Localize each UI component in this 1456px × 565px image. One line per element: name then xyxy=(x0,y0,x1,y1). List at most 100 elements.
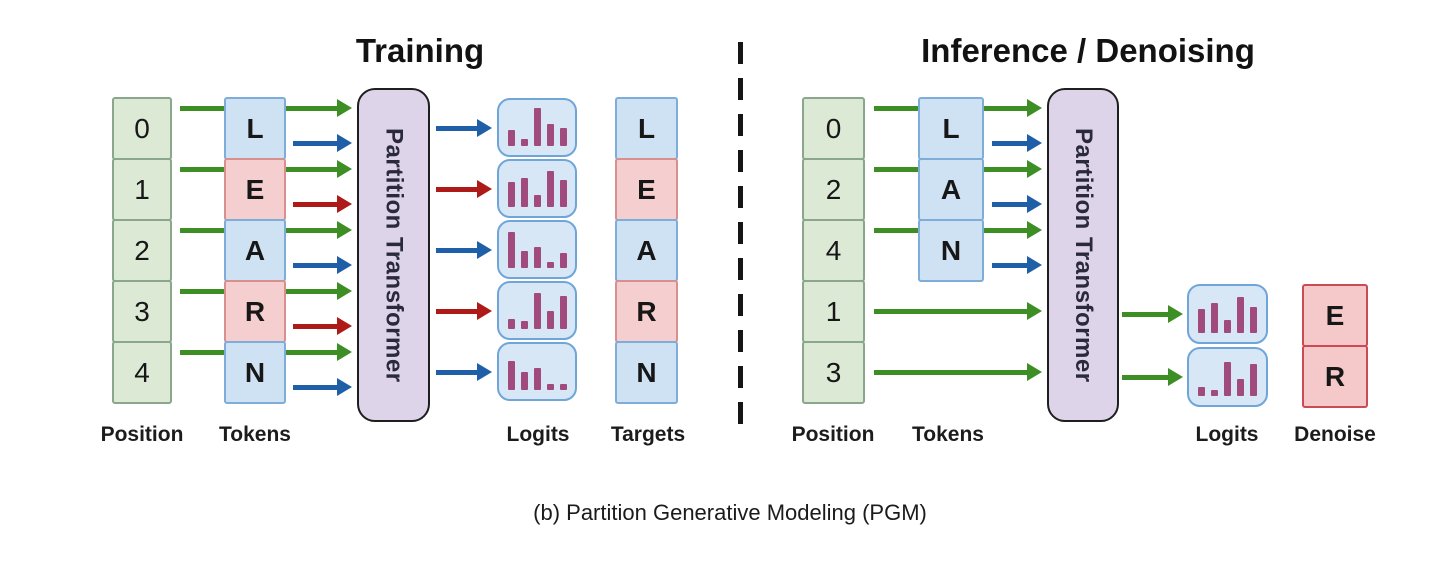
arrow-head xyxy=(1027,134,1042,152)
arrow-shaft xyxy=(436,308,479,314)
logit-bar xyxy=(559,128,567,146)
arrow-shaft xyxy=(1122,311,1170,317)
training-target-cell: A xyxy=(615,219,678,282)
arrow-head xyxy=(477,180,492,198)
red-arrow xyxy=(436,302,492,320)
logit-bar xyxy=(546,311,554,329)
logit-bar xyxy=(1211,303,1218,333)
training-token-cell: L xyxy=(224,97,286,160)
inference-position-cell: 2 xyxy=(802,158,865,221)
training-token-cell: N xyxy=(224,341,286,404)
logit-bar xyxy=(507,130,515,146)
arrow-head xyxy=(337,282,352,300)
inference-title: Inference / Denoising xyxy=(921,32,1255,69)
logits-box xyxy=(497,342,577,401)
blue-arrow xyxy=(992,256,1042,274)
training-token-cell: E xyxy=(224,158,286,221)
logit-bar xyxy=(546,171,554,207)
partition-transformer-training: Partition Transformer xyxy=(357,88,430,422)
arrow-shaft xyxy=(992,201,1029,207)
blue-arrow xyxy=(436,363,492,381)
panel-divider-dashed-line xyxy=(738,42,743,434)
blue-arrow xyxy=(992,195,1042,213)
logit-bar xyxy=(533,108,541,146)
logits-box xyxy=(497,159,577,218)
logit-bar xyxy=(507,232,515,268)
arrow-head xyxy=(1168,368,1183,386)
logit-bar xyxy=(533,293,541,329)
logit-bar xyxy=(1224,362,1231,396)
logit-bar xyxy=(533,247,541,268)
arrow-shaft xyxy=(293,201,339,207)
logit-bar xyxy=(1198,309,1205,333)
arrow-head xyxy=(337,378,352,396)
training-position-cell: 1 xyxy=(112,158,172,221)
training-token-cell: A xyxy=(224,219,286,282)
logit-bar xyxy=(507,319,515,329)
arrow-head xyxy=(1027,302,1042,320)
training-target-cell: N xyxy=(615,341,678,404)
training-targets-label: Targets xyxy=(610,423,686,446)
logit-bar xyxy=(559,384,567,390)
logit-bar xyxy=(1250,364,1257,396)
inference-denoise-label: Denoise xyxy=(1294,423,1376,446)
arrow-shaft xyxy=(992,140,1029,146)
blue-arrow xyxy=(992,134,1042,152)
partition-transformer-inference-label: Partition Transformer xyxy=(1070,127,1097,383)
logit-bar xyxy=(520,178,528,207)
arrow-shaft xyxy=(293,384,339,390)
red-arrow xyxy=(436,180,492,198)
green-arrow xyxy=(874,363,1042,381)
arrow-shaft xyxy=(436,125,479,131)
figure-caption: (b) Partition Generative Modeling (PGM) xyxy=(533,500,927,525)
arrow-head xyxy=(337,343,352,361)
logit-bar xyxy=(1250,307,1257,333)
arrow-shaft xyxy=(293,262,339,268)
arrow-shaft xyxy=(436,247,479,253)
arrow-head xyxy=(477,363,492,381)
arrow-shaft xyxy=(293,323,339,329)
logit-bar xyxy=(520,139,528,146)
arrow-head xyxy=(1027,256,1042,274)
inference-logits-label: Logits xyxy=(1195,423,1259,446)
logit-bar xyxy=(1224,320,1231,333)
inference-token-cell: N xyxy=(918,219,984,282)
inference-denoise-cell: R xyxy=(1302,345,1368,408)
partition-transformer-inference: Partition Transformer xyxy=(1047,88,1119,422)
arrow-head xyxy=(1168,305,1183,323)
inference-token-cell: A xyxy=(918,158,984,221)
logit-bar xyxy=(559,180,567,207)
arrow-head xyxy=(337,221,352,239)
inference-position-cell: 4 xyxy=(802,219,865,282)
logit-bar xyxy=(1211,390,1218,396)
logit-bar xyxy=(1198,387,1205,396)
green-arrow xyxy=(874,302,1042,320)
training-position-cell: 3 xyxy=(112,280,172,343)
inference-position-cell: 1 xyxy=(802,280,865,343)
green-arrow xyxy=(1122,368,1183,386)
logit-bar xyxy=(546,124,554,146)
arrow-head xyxy=(337,134,352,152)
logit-bar xyxy=(533,368,541,390)
arrow-head xyxy=(477,119,492,137)
training-token-cell: R xyxy=(224,280,286,343)
arrow-shaft xyxy=(1122,374,1170,380)
training-target-cell: R xyxy=(615,280,678,343)
blue-arrow xyxy=(293,378,352,396)
logit-bar xyxy=(1237,297,1244,333)
logit-bar xyxy=(533,195,541,207)
logit-bar xyxy=(559,296,567,329)
training-position-label: Position xyxy=(100,423,184,446)
training-logits-label: Logits xyxy=(506,423,570,446)
arrow-head xyxy=(337,160,352,178)
logit-bar xyxy=(1237,379,1244,396)
blue-arrow xyxy=(436,241,492,259)
arrow-head xyxy=(337,99,352,117)
arrow-shaft xyxy=(874,369,1029,375)
logit-bar xyxy=(520,251,528,268)
logit-bar xyxy=(546,262,554,268)
training-target-cell: L xyxy=(615,97,678,160)
arrow-head xyxy=(1027,99,1042,117)
training-position-cell: 2 xyxy=(112,219,172,282)
arrow-head xyxy=(1027,195,1042,213)
